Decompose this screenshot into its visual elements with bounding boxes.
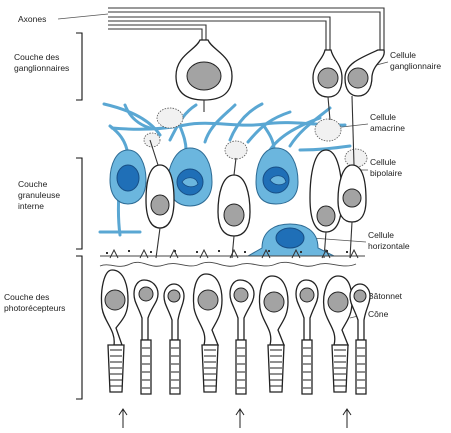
bipolar-cell-gray-1	[146, 140, 174, 258]
bipolar-cell-gray-2	[218, 158, 250, 258]
label-photoreceptor-layer-1: Couche des	[4, 292, 49, 302]
cone-1	[101, 270, 128, 392]
rod-2	[164, 284, 184, 394]
label-cone: Cône	[368, 309, 389, 319]
bipolar-cell-gray-4	[338, 96, 366, 258]
rod-4	[296, 280, 318, 394]
axon-bundle	[108, 8, 384, 52]
label-inner-granular-3: interne	[18, 201, 44, 211]
bracket-photoreceptor-layer	[76, 256, 82, 399]
label-axones: Axones	[18, 14, 46, 24]
ganglion-cell-large	[176, 40, 232, 100]
label-inner-granular-2: granuleuse	[18, 190, 60, 200]
label-amacrine-cell-2: amacrine	[370, 123, 405, 133]
rod-5	[350, 284, 370, 394]
label-ganglion-layer-1: Couche des	[14, 52, 59, 62]
label-bipolar-cell-2: bipolaire	[370, 168, 402, 178]
leader-horizontal-cell	[312, 238, 366, 242]
light-arrow-2	[236, 409, 244, 428]
rod-3	[230, 280, 254, 394]
bipolar-cell-blue-3	[256, 148, 298, 204]
cone-3	[260, 276, 289, 392]
label-amacrine-cell-1: Cellule	[370, 112, 396, 122]
light-arrow-3	[343, 409, 351, 428]
cone-4	[324, 276, 352, 392]
label-horizontal-cell-1: Cellule	[368, 230, 394, 240]
rod-1	[134, 280, 158, 394]
leader-axones	[58, 14, 108, 19]
label-rod: Bâtonnet	[368, 291, 403, 301]
outer-plexiform-layer	[100, 250, 365, 266]
label-ganglion-cell-1: Cellule	[390, 50, 416, 60]
label-inner-granular-1: Couche	[18, 179, 48, 189]
bracket-ganglion-layer	[76, 33, 82, 100]
light-arrow-1	[119, 409, 127, 428]
label-photoreceptor-layer-2: photorécepteurs	[4, 303, 65, 313]
ganglion-cell-right	[345, 50, 384, 96]
bracket-inner-granular	[76, 158, 82, 249]
ganglion-cell-mid	[313, 50, 342, 97]
bipolar-cell-gray-3	[310, 150, 342, 232]
label-horizontal-cell-2: horizontale	[368, 241, 410, 251]
cone-2	[194, 274, 223, 392]
label-ganglion-layer-2: ganglionnaires	[14, 63, 69, 73]
light-arrows	[119, 409, 351, 428]
label-ganglion-cell-2: ganglionnaire	[390, 61, 441, 71]
bipolar-cell-blue-1	[110, 150, 146, 204]
label-bipolar-cell-1: Cellule	[370, 157, 396, 167]
